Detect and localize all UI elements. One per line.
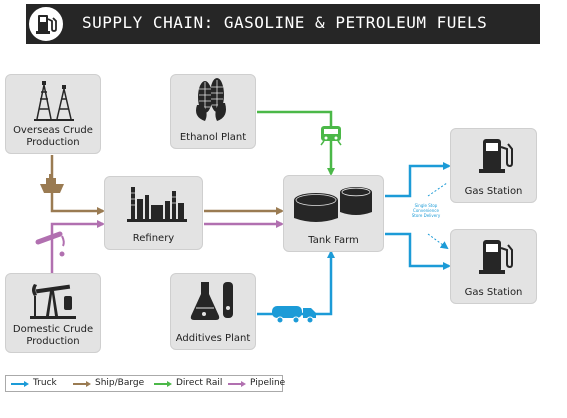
node-label: Gas Station [464, 186, 523, 197]
truck-icon [272, 306, 316, 324]
flow-truck-tankfarm-to-station-2 [385, 232, 451, 270]
node-label: Additives Plant [175, 333, 251, 344]
node-ethanol-plant: Ethanol Plant [170, 74, 256, 149]
node-gas-station-1: Gas Station [450, 128, 537, 203]
pumpjack-icon [30, 284, 76, 319]
legend-swatch-truck [11, 381, 29, 387]
legend-label-truck: Truck [33, 378, 57, 388]
node-label: Ethanol Plant [179, 132, 247, 143]
fuel-pump-icon [479, 139, 513, 173]
flask-icon [190, 282, 233, 320]
node-domestic-crude: Domestic Crude Production [5, 273, 101, 353]
convenience-store-annotation: Single Stop Convenience Store Delivery [411, 203, 441, 218]
node-overseas-crude: Overseas Crude Production [5, 74, 101, 154]
header-icon-badge [26, 4, 66, 44]
node-tank-farm: Tank Farm [283, 175, 384, 252]
legend-label-rail: Direct Rail [176, 378, 223, 388]
page-title: SUPPLY CHAIN: GASOLINE & PETROLEUM FUELS [82, 13, 488, 32]
flow-rail-ethanol-to-tankfarm [257, 110, 335, 176]
fuel-pump-icon [479, 240, 513, 274]
node-refinery: Refinery [104, 176, 203, 250]
oil-derrick-icon [34, 81, 74, 121]
flow-pipeline-domestic-to-refinery [50, 220, 105, 273]
ship-icon [40, 174, 64, 193]
legend-swatch-rail [154, 381, 172, 387]
flow-ship-overseas-to-refinery [50, 155, 105, 215]
legend-swatches [11, 381, 246, 387]
legend: Truck Ship/Barge Direct Rail Pipeline [5, 375, 286, 392]
storage-tanks-icon [294, 187, 372, 222]
legend-swatch-ship [73, 381, 91, 387]
pipeline-icon [35, 231, 65, 257]
node-label: Overseas Crude Production [13, 125, 93, 148]
corn-icon [196, 78, 226, 121]
node-label: Domestic Crude Production [12, 324, 94, 347]
legend-swatch-pipeline [228, 381, 246, 387]
node-label: Tank Farm [308, 235, 359, 246]
node-label: Gas Station [464, 287, 523, 298]
fuel-pump-icon [36, 15, 57, 34]
train-icon [320, 126, 342, 146]
node-gas-station-2: Gas Station [450, 229, 537, 304]
flow-truck-tankfarm-to-station-1 [385, 162, 451, 198]
node-label: Refinery [132, 233, 175, 244]
header-bar: SUPPLY CHAIN: GASOLINE & PETROLEUM FUELS [26, 4, 540, 44]
refinery-icon [127, 187, 187, 222]
node-additives-plant: Additives Plant [170, 273, 256, 350]
legend-label-ship: Ship/Barge [95, 378, 145, 388]
legend-label-pipeline: Pipeline [250, 378, 286, 388]
flow-truck-additives-to-tankfarm [257, 250, 335, 316]
